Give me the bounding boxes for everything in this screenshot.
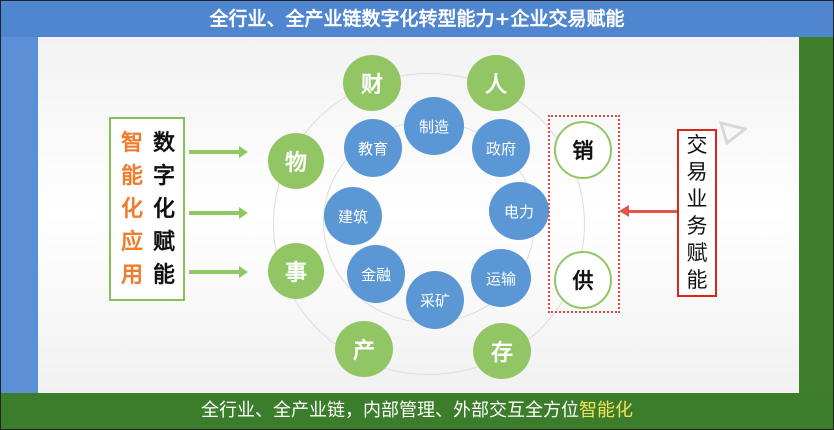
char: 化 — [120, 197, 143, 222]
node-shi: 事 — [268, 243, 324, 299]
char: 应 — [120, 230, 143, 255]
char: 务 — [686, 214, 708, 238]
node-manufacturing: 制造 — [404, 97, 464, 155]
right-band — [799, 37, 833, 393]
char: 易 — [686, 160, 708, 184]
node-cai: 财 — [343, 55, 401, 111]
arrow-middle — [189, 211, 241, 215]
char: 化 — [152, 197, 175, 222]
slide-footer: 全行业、全产业链，内部管理、外部交互全方位智能化 — [1, 393, 833, 429]
char: 能 — [686, 268, 708, 292]
slide-title: 全行业、全产业链数字化转型能力+企业交易赋能 — [1, 1, 833, 37]
char: 字 — [152, 164, 175, 189]
char: 赋 — [686, 241, 708, 265]
char: 能 — [120, 164, 143, 189]
arrow-head — [239, 266, 248, 278]
digital-enablement-label: 数 字 化 赋 能 — [149, 127, 179, 292]
arrow-head — [239, 207, 248, 219]
intelligent-application-label: 智 能 化 应 用 — [117, 127, 147, 292]
char: 赋 — [152, 230, 175, 255]
node-supply: 供 — [554, 251, 612, 309]
footer-highlight: 智能化 — [579, 400, 633, 421]
footer-text: 全行业、全产业链，内部管理、外部交互全方位 — [201, 400, 579, 421]
arrow-to-shi — [189, 270, 241, 274]
trade-enablement-box: 交 易 业 务 赋 能 — [677, 129, 717, 297]
red-arrow-line — [629, 210, 677, 213]
char: 能 — [152, 263, 175, 288]
node-power: 电力 — [489, 182, 549, 240]
node-transport: 运输 — [471, 249, 531, 307]
node-construction: 建筑 — [324, 187, 382, 245]
node-chan: 产 — [335, 321, 393, 377]
char: 智 — [120, 131, 143, 156]
char: 交 — [686, 133, 708, 157]
node-wu: 物 — [268, 133, 324, 189]
node-mining: 采矿 — [406, 271, 464, 329]
digital-enablement-box: 智 能 化 应 用 数 字 化 赋 能 — [109, 117, 185, 301]
char: 业 — [686, 187, 708, 211]
red-arrow-head — [619, 205, 629, 217]
node-finance: 金融 — [347, 245, 405, 303]
arrow-head — [239, 146, 248, 158]
node-government: 政府 — [472, 119, 530, 177]
decorative-triangle-icon — [719, 120, 747, 146]
arrow-to-wu — [189, 150, 241, 154]
left-band — [1, 37, 38, 393]
node-sales: 销 — [554, 121, 612, 179]
outer-ring — [273, 73, 585, 375]
char: 用 — [120, 263, 143, 288]
node-ren: 人 — [467, 55, 525, 111]
char: 数 — [152, 131, 175, 156]
node-education: 教育 — [344, 119, 402, 177]
node-cun: 存 — [473, 323, 531, 379]
